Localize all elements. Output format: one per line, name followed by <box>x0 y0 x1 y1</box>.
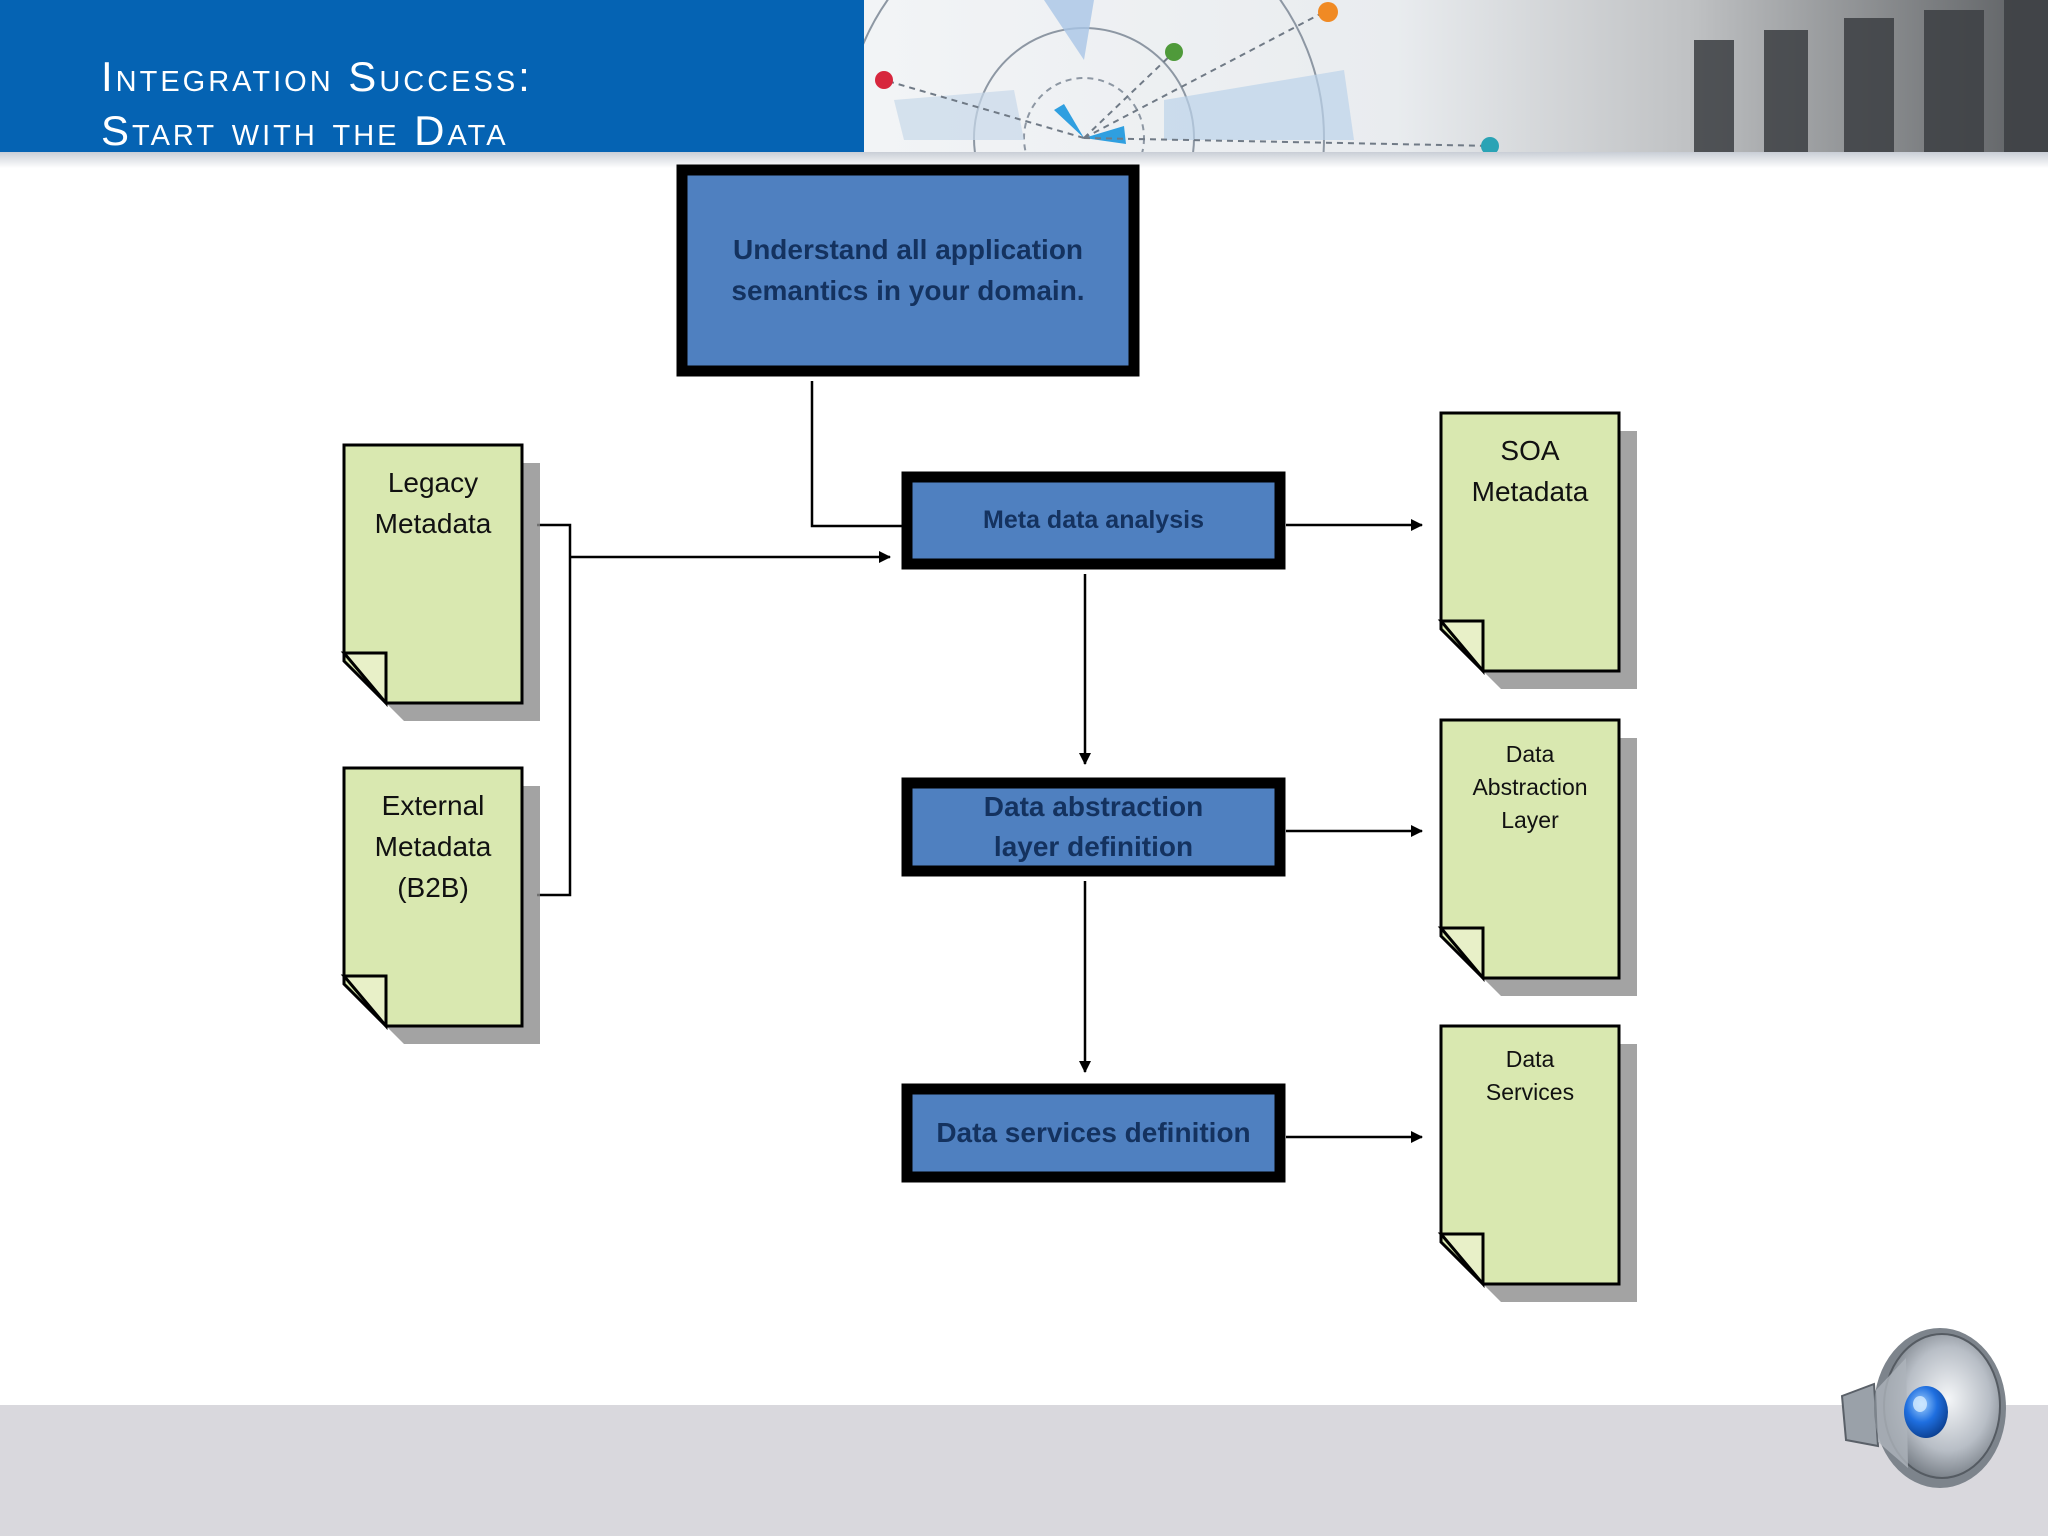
process-box-services <box>901 1083 1286 1183</box>
process-box-abstraction <box>901 777 1286 877</box>
connector-understand-to-analysis <box>810 381 907 528</box>
document-data-services <box>1437 1024 1637 1302</box>
process-label-meta-analysis: Meta data analysis <box>983 506 1204 534</box>
output-label-soa: SOA Metadata <box>1471 435 1589 507</box>
output-label-dal: Data Abstraction Layer <box>1472 741 1588 833</box>
process-box-understand <box>676 164 1140 377</box>
connector-input-bracket <box>537 523 572 897</box>
process-box-meta-analysis <box>901 471 1286 570</box>
header-decoration <box>864 0 2048 152</box>
speaker-icon[interactable] <box>1836 1318 2016 1494</box>
input-label-legacy: Legacy Metadata <box>374 467 492 539</box>
document-soa-metadata <box>1437 411 1637 689</box>
footer-band <box>0 1405 2048 1536</box>
process-label-abstraction: Data abstraction layer definition <box>983 791 1204 862</box>
document-external-metadata <box>340 766 540 1044</box>
title-banner <box>0 0 864 152</box>
page-title: Integration Success: Start with the Data <box>101 50 533 158</box>
title-line-1: Integration Success: <box>101 53 533 100</box>
document-data-abstraction-layer <box>1437 718 1637 996</box>
process-label-services: Data services definition <box>936 1117 1251 1148</box>
header-shadow <box>0 152 2048 168</box>
title-line-2: Start with the Data <box>101 107 509 154</box>
process-label-understand: Understand all application semantics in … <box>731 234 1085 306</box>
document-legacy-metadata <box>340 443 540 721</box>
input-label-external: External Metadata (B2B) <box>374 790 492 903</box>
output-label-data-services: Data Services <box>1485 1046 1575 1105</box>
